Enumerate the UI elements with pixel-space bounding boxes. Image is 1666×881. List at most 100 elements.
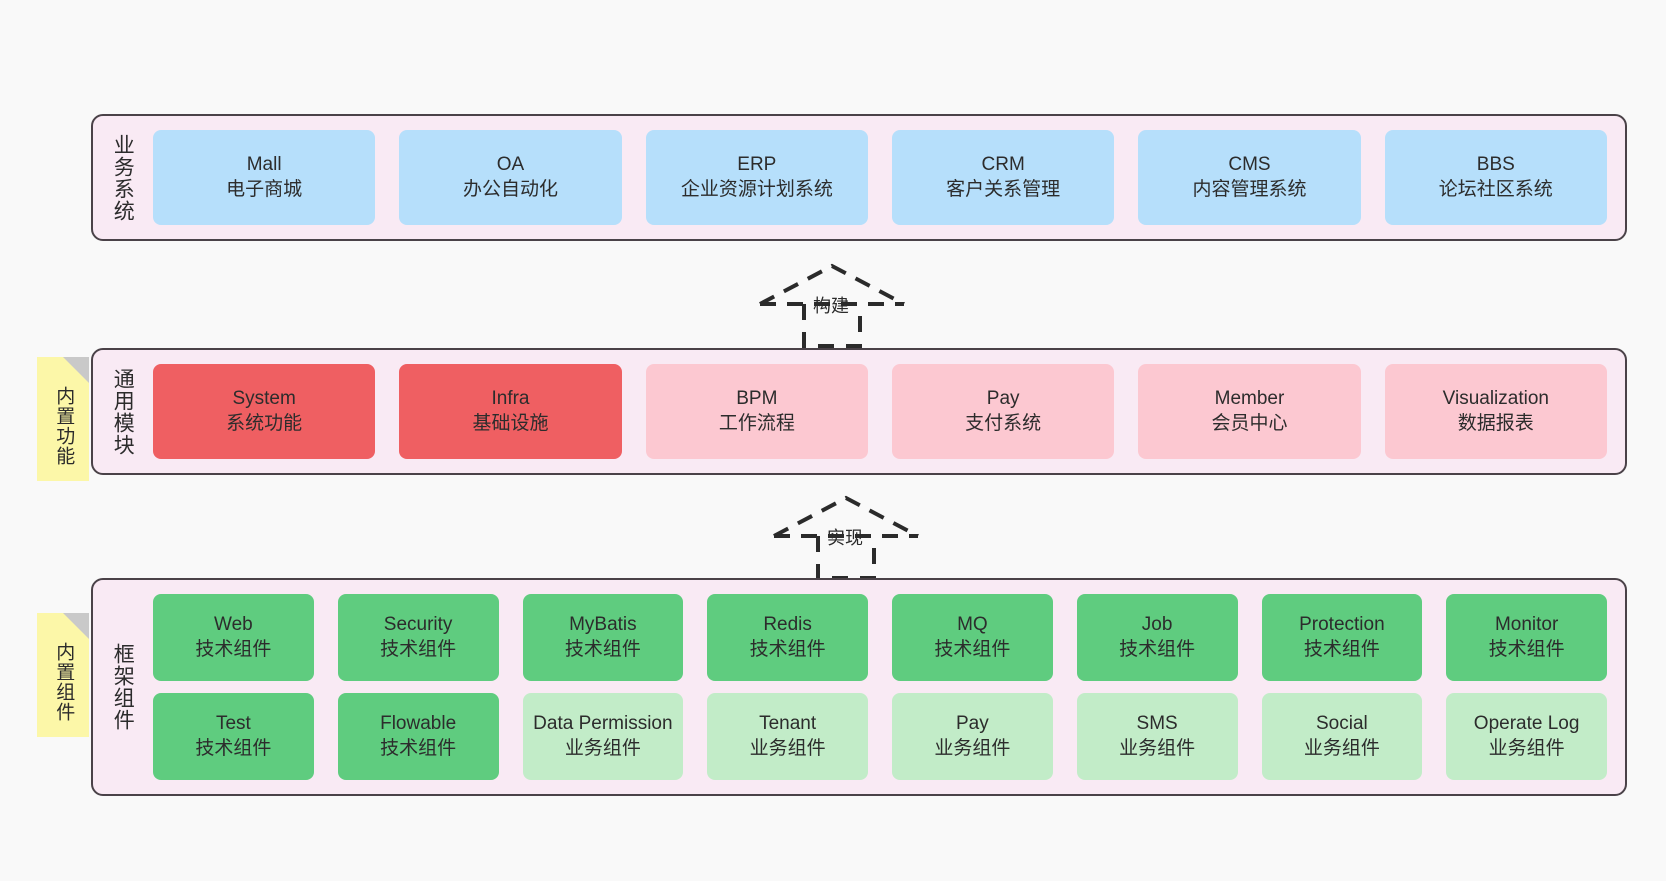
box-mq-title: MQ bbox=[957, 613, 988, 635]
box-cms[interactable]: CMS 内容管理系统 bbox=[1138, 130, 1361, 225]
box-infra-title: Infra bbox=[491, 387, 530, 409]
box-mybatis-title: MyBatis bbox=[569, 613, 637, 635]
box-visualization-subtitle: 数据报表 bbox=[1457, 412, 1534, 434]
box-job-subtitle: 技术组件 bbox=[1119, 638, 1196, 660]
box-pay-component-subtitle: 业务组件 bbox=[934, 737, 1011, 759]
box-flowable[interactable]: Flowable 技术组件 bbox=[337, 693, 499, 780]
box-system-subtitle: 系统功能 bbox=[226, 412, 303, 434]
box-erp-subtitle: 企业资源计划系统 bbox=[680, 178, 833, 200]
box-sms[interactable]: SMS 业务组件 bbox=[1076, 693, 1238, 780]
box-redis-title: Redis bbox=[763, 613, 812, 635]
box-erp[interactable]: ERP 企业资源计划系统 bbox=[645, 130, 868, 225]
box-cms-title: CMS bbox=[1228, 153, 1271, 175]
box-bbs-subtitle: 论坛社区系统 bbox=[1438, 178, 1553, 200]
box-social-title: Social bbox=[1316, 712, 1368, 734]
panel-business-systems: 业务系统 Mall 电子商城 OA 办公自动化 ERP 企业资源计划系统 CRM… bbox=[91, 114, 1627, 241]
box-bpm[interactable]: BPM 工作流程 bbox=[645, 364, 868, 459]
box-data-permission[interactable]: Data Permission 业务组件 bbox=[522, 693, 684, 780]
box-oa[interactable]: OA 办公自动化 bbox=[399, 130, 622, 225]
note-fold-corner-icon bbox=[63, 357, 89, 383]
box-crm[interactable]: CRM 客户关系管理 bbox=[891, 130, 1115, 225]
box-erp-title: ERP bbox=[737, 153, 777, 175]
box-security-title: Security bbox=[383, 613, 453, 635]
note-builtin-components: 内置组件 bbox=[37, 613, 89, 737]
box-pay-module-title: Pay bbox=[986, 387, 1020, 409]
box-oa-title: OA bbox=[496, 153, 525, 175]
box-mq-subtitle: 技术组件 bbox=[934, 638, 1011, 660]
box-system-title: System bbox=[232, 387, 296, 409]
box-pay-module-subtitle: 支付系统 bbox=[965, 412, 1042, 434]
panel-body-framework-components: Web 技术组件 Security 技术组件 MyBatis 技术组件 Redi… bbox=[141, 580, 1625, 794]
box-security-subtitle: 技术组件 bbox=[380, 638, 457, 660]
panel-body-common-modules: System 系统功能 Infra 基础设施 BPM 工作流程 Pay 支付系统… bbox=[141, 350, 1625, 473]
row-tech-components: Web 技术组件 Security 技术组件 MyBatis 技术组件 Redi… bbox=[153, 594, 1607, 681]
box-flowable-subtitle: 技术组件 bbox=[380, 737, 457, 759]
box-infra-subtitle: 基础设施 bbox=[472, 412, 549, 434]
box-operate-log-title: Operate Log bbox=[1473, 712, 1580, 734]
panel-body-business-systems: Mall 电子商城 OA 办公自动化 ERP 企业资源计划系统 CRM 客户关系… bbox=[141, 116, 1625, 239]
panel-common-modules: 通用模块 System 系统功能 Infra 基础设施 BPM 工作流程 Pay… bbox=[91, 348, 1627, 475]
box-pay-module[interactable]: Pay 支付系统 bbox=[891, 364, 1115, 459]
box-web-title: Web bbox=[214, 613, 253, 635]
box-visualization[interactable]: Visualization 数据报表 bbox=[1384, 364, 1607, 459]
uml-label-implement: 实现 bbox=[827, 528, 863, 548]
row-business-components: Test 技术组件 Flowable 技术组件 Data Permission … bbox=[153, 693, 1607, 780]
box-bpm-title: BPM bbox=[736, 387, 778, 409]
box-mall[interactable]: Mall 电子商城 bbox=[153, 130, 376, 225]
box-cms-subtitle: 内容管理系统 bbox=[1192, 178, 1307, 200]
box-test[interactable]: Test 技术组件 bbox=[153, 693, 314, 780]
box-web[interactable]: Web 技术组件 bbox=[153, 594, 314, 681]
box-redis-subtitle: 技术组件 bbox=[749, 638, 826, 660]
box-job[interactable]: Job 技术组件 bbox=[1076, 594, 1238, 681]
row-common-modules: System 系统功能 Infra 基础设施 BPM 工作流程 Pay 支付系统… bbox=[153, 364, 1607, 459]
box-data-permission-title: Data Permission bbox=[533, 712, 673, 734]
note-builtin-features: 内置功能 bbox=[37, 357, 89, 481]
box-infra[interactable]: Infra 基础设施 bbox=[399, 364, 622, 459]
box-social-subtitle: 业务组件 bbox=[1303, 737, 1380, 759]
box-mybatis[interactable]: MyBatis 技术组件 bbox=[522, 594, 684, 681]
panel-label-framework-components: 框架组件 bbox=[111, 643, 135, 731]
box-pay-component-title: Pay bbox=[956, 712, 989, 734]
box-job-title: Job bbox=[1141, 613, 1173, 635]
box-tenant-subtitle: 业务组件 bbox=[749, 737, 826, 759]
box-security[interactable]: Security 技术组件 bbox=[337, 594, 499, 681]
box-data-permission-subtitle: 业务组件 bbox=[564, 737, 641, 759]
box-member-title: Member bbox=[1214, 387, 1285, 409]
row-business-systems: Mall 电子商城 OA 办公自动化 ERP 企业资源计划系统 CRM 客户关系… bbox=[153, 130, 1607, 225]
box-mybatis-subtitle: 技术组件 bbox=[564, 638, 641, 660]
box-social[interactable]: Social 业务组件 bbox=[1261, 693, 1423, 780]
box-bbs[interactable]: BBS 论坛社区系统 bbox=[1384, 130, 1607, 225]
box-tenant-title: Tenant bbox=[759, 712, 817, 734]
box-bbs-title: BBS bbox=[1476, 153, 1515, 175]
box-mall-title: Mall bbox=[246, 153, 282, 175]
box-tenant[interactable]: Tenant 业务组件 bbox=[707, 693, 868, 780]
panel-label-business-systems: 业务系统 bbox=[111, 133, 135, 222]
box-member[interactable]: Member 会员中心 bbox=[1138, 364, 1361, 459]
panel-label-common-modules: 通用模块 bbox=[111, 367, 135, 456]
box-monitor-title: Monitor bbox=[1494, 613, 1559, 635]
box-bpm-subtitle: 工作流程 bbox=[718, 412, 795, 434]
box-protection[interactable]: Protection 技术组件 bbox=[1261, 594, 1423, 681]
uml-label-build: 构建 bbox=[813, 296, 849, 316]
panel-framework-components: 框架组件 Web 技术组件 Security 技术组件 MyBatis 技术组件… bbox=[91, 578, 1627, 796]
note-builtin-components-text: 内置组件 bbox=[53, 642, 75, 722]
box-pay-component[interactable]: Pay 业务组件 bbox=[892, 693, 1053, 780]
box-operate-log[interactable]: Operate Log 业务组件 bbox=[1446, 693, 1607, 780]
box-protection-subtitle: 技术组件 bbox=[1303, 638, 1380, 660]
box-mall-subtitle: 电子商城 bbox=[226, 178, 303, 200]
box-sms-subtitle: 业务组件 bbox=[1119, 737, 1196, 759]
box-oa-subtitle: 办公自动化 bbox=[462, 178, 558, 200]
note-fold-corner-icon bbox=[63, 613, 89, 639]
box-member-subtitle: 会员中心 bbox=[1211, 412, 1288, 434]
box-system[interactable]: System 系统功能 bbox=[153, 364, 376, 459]
box-visualization-title: Visualization bbox=[1442, 387, 1549, 409]
box-flowable-title: Flowable bbox=[380, 712, 457, 734]
box-test-title: Test bbox=[215, 712, 251, 734]
box-protection-title: Protection bbox=[1299, 613, 1385, 635]
box-redis[interactable]: Redis 技术组件 bbox=[707, 594, 868, 681]
box-monitor-subtitle: 技术组件 bbox=[1488, 638, 1565, 660]
box-monitor[interactable]: Monitor 技术组件 bbox=[1446, 594, 1607, 681]
note-builtin-features-text: 内置功能 bbox=[53, 386, 75, 466]
box-mq[interactable]: MQ 技术组件 bbox=[892, 594, 1053, 681]
